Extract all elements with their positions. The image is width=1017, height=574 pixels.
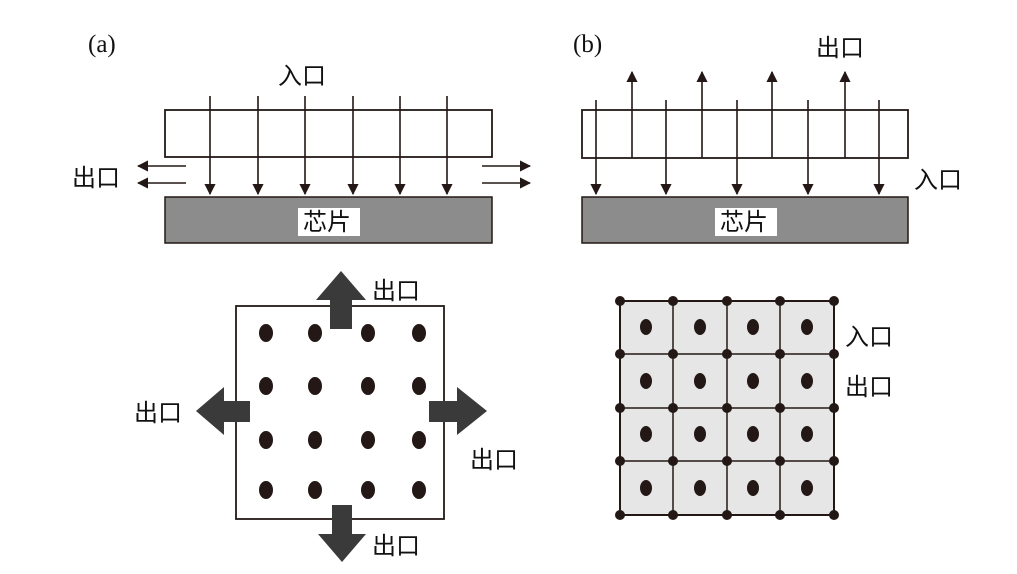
inlet-dot	[694, 426, 706, 442]
outlet-dot	[668, 456, 678, 466]
outlet-dot	[775, 510, 785, 520]
nozzle-dot	[361, 324, 375, 342]
outlet-dot	[668, 296, 678, 306]
outlet-dot	[722, 456, 732, 466]
outlet-dot	[829, 296, 839, 306]
outlet-dot	[722, 296, 732, 306]
outlet-dot	[615, 296, 625, 306]
nozzle-dot	[259, 324, 273, 342]
panel-a-chip-label: 芯片	[303, 208, 351, 236]
inlet-dot	[801, 426, 813, 442]
nozzle-dot	[308, 377, 322, 395]
panel-b-legend-outlet-label: 出口	[845, 373, 893, 401]
nozzle-dot	[361, 431, 375, 449]
block-arrow-down	[318, 505, 366, 562]
panel-b-bottom: 入口 出口	[615, 296, 893, 520]
panel-a-bottom: 出口 出口 出口 出口	[134, 271, 518, 562]
panel-a-inflow-arrows	[204, 96, 453, 196]
nozzle-dot	[412, 324, 426, 342]
nozzle-dot	[412, 481, 426, 499]
panel-b-outlet-dots	[615, 296, 839, 520]
inlet-dot	[640, 480, 652, 496]
panel-a-manifold	[164, 109, 493, 158]
inlet-dot	[747, 373, 759, 389]
panel-a-outlet-bottom-label: 出口	[372, 532, 420, 560]
outlet-dot	[615, 349, 625, 359]
inlet-dot	[694, 319, 706, 335]
outlet-dot	[722, 510, 732, 520]
nozzle-dot	[308, 481, 322, 499]
outlet-dot	[722, 403, 732, 413]
block-arrow-left	[196, 387, 250, 435]
inlet-dot	[747, 319, 759, 335]
panel-b-chip-label: 芯片	[720, 208, 768, 236]
outlet-dot	[615, 510, 625, 520]
outlet-dot	[668, 510, 678, 520]
nozzle-dot	[308, 431, 322, 449]
outlet-dot	[829, 510, 839, 520]
inlet-dot	[640, 426, 652, 442]
outlet-dot	[829, 349, 839, 359]
panel-b-manifold	[581, 109, 909, 159]
panel-b-legend-inlet-label: 入口	[845, 323, 893, 351]
outlet-dot	[722, 349, 732, 359]
panel-b-inlet-dots	[640, 319, 813, 496]
inlet-dot	[801, 373, 813, 389]
inlet-dot	[801, 480, 813, 496]
panel-b-chip-label-bg	[715, 208, 777, 236]
panel-a-block-arrows	[196, 271, 487, 562]
panel-a-nozzle-grid	[259, 324, 426, 499]
panel-b-top: (b) 出口 入口 芯片	[573, 31, 962, 244]
outlet-dot	[829, 456, 839, 466]
outlet-dot	[668, 403, 678, 413]
panel-a-outlet-left-label: 出口	[134, 399, 182, 427]
panel-a-top: (a) 入口 出口 芯片	[72, 31, 532, 244]
inlet-dot	[747, 426, 759, 442]
panel-a-outlet-label: 出口	[72, 164, 120, 192]
panel-b-label: (b)	[573, 31, 602, 58]
block-arrow-up	[316, 271, 366, 329]
panel-b-inlet-label: 入口	[914, 166, 962, 194]
panel-b-outflow-arrows	[626, 70, 851, 158]
outlet-dot	[775, 349, 785, 359]
panel-a-label: (a)	[88, 31, 116, 58]
nozzle-dot	[361, 377, 375, 395]
inlet-dot	[640, 373, 652, 389]
panel-a-side-outflow	[136, 160, 532, 189]
block-arrow-right	[429, 387, 487, 435]
inlet-dot	[640, 319, 652, 335]
panel-a-outlet-right-label: 出口	[470, 446, 518, 474]
inlet-dot	[801, 319, 813, 335]
nozzle-dot	[361, 481, 375, 499]
outlet-dot	[775, 296, 785, 306]
nozzle-dot	[259, 377, 273, 395]
nozzle-dot	[259, 431, 273, 449]
inlet-dot	[694, 480, 706, 496]
nozzle-dot	[308, 324, 322, 342]
panel-a-outlet-top-label: 出口	[372, 277, 420, 305]
outlet-dot	[829, 403, 839, 413]
outlet-dot	[615, 456, 625, 466]
nozzle-dot	[412, 377, 426, 395]
nozzle-dot	[259, 481, 273, 499]
inlet-dot	[747, 480, 759, 496]
outlet-dot	[615, 403, 625, 413]
outlet-dot	[668, 349, 678, 359]
inlet-dot	[694, 373, 706, 389]
outlet-dot	[775, 403, 785, 413]
panel-a-chip-label-bg	[298, 208, 360, 236]
panel-a-inlet-label: 入口	[278, 62, 326, 90]
panel-b-outlet-label: 出口	[816, 34, 864, 62]
panel-b-inflow-arrows	[590, 100, 885, 196]
outlet-dot	[775, 456, 785, 466]
nozzle-dot	[412, 431, 426, 449]
